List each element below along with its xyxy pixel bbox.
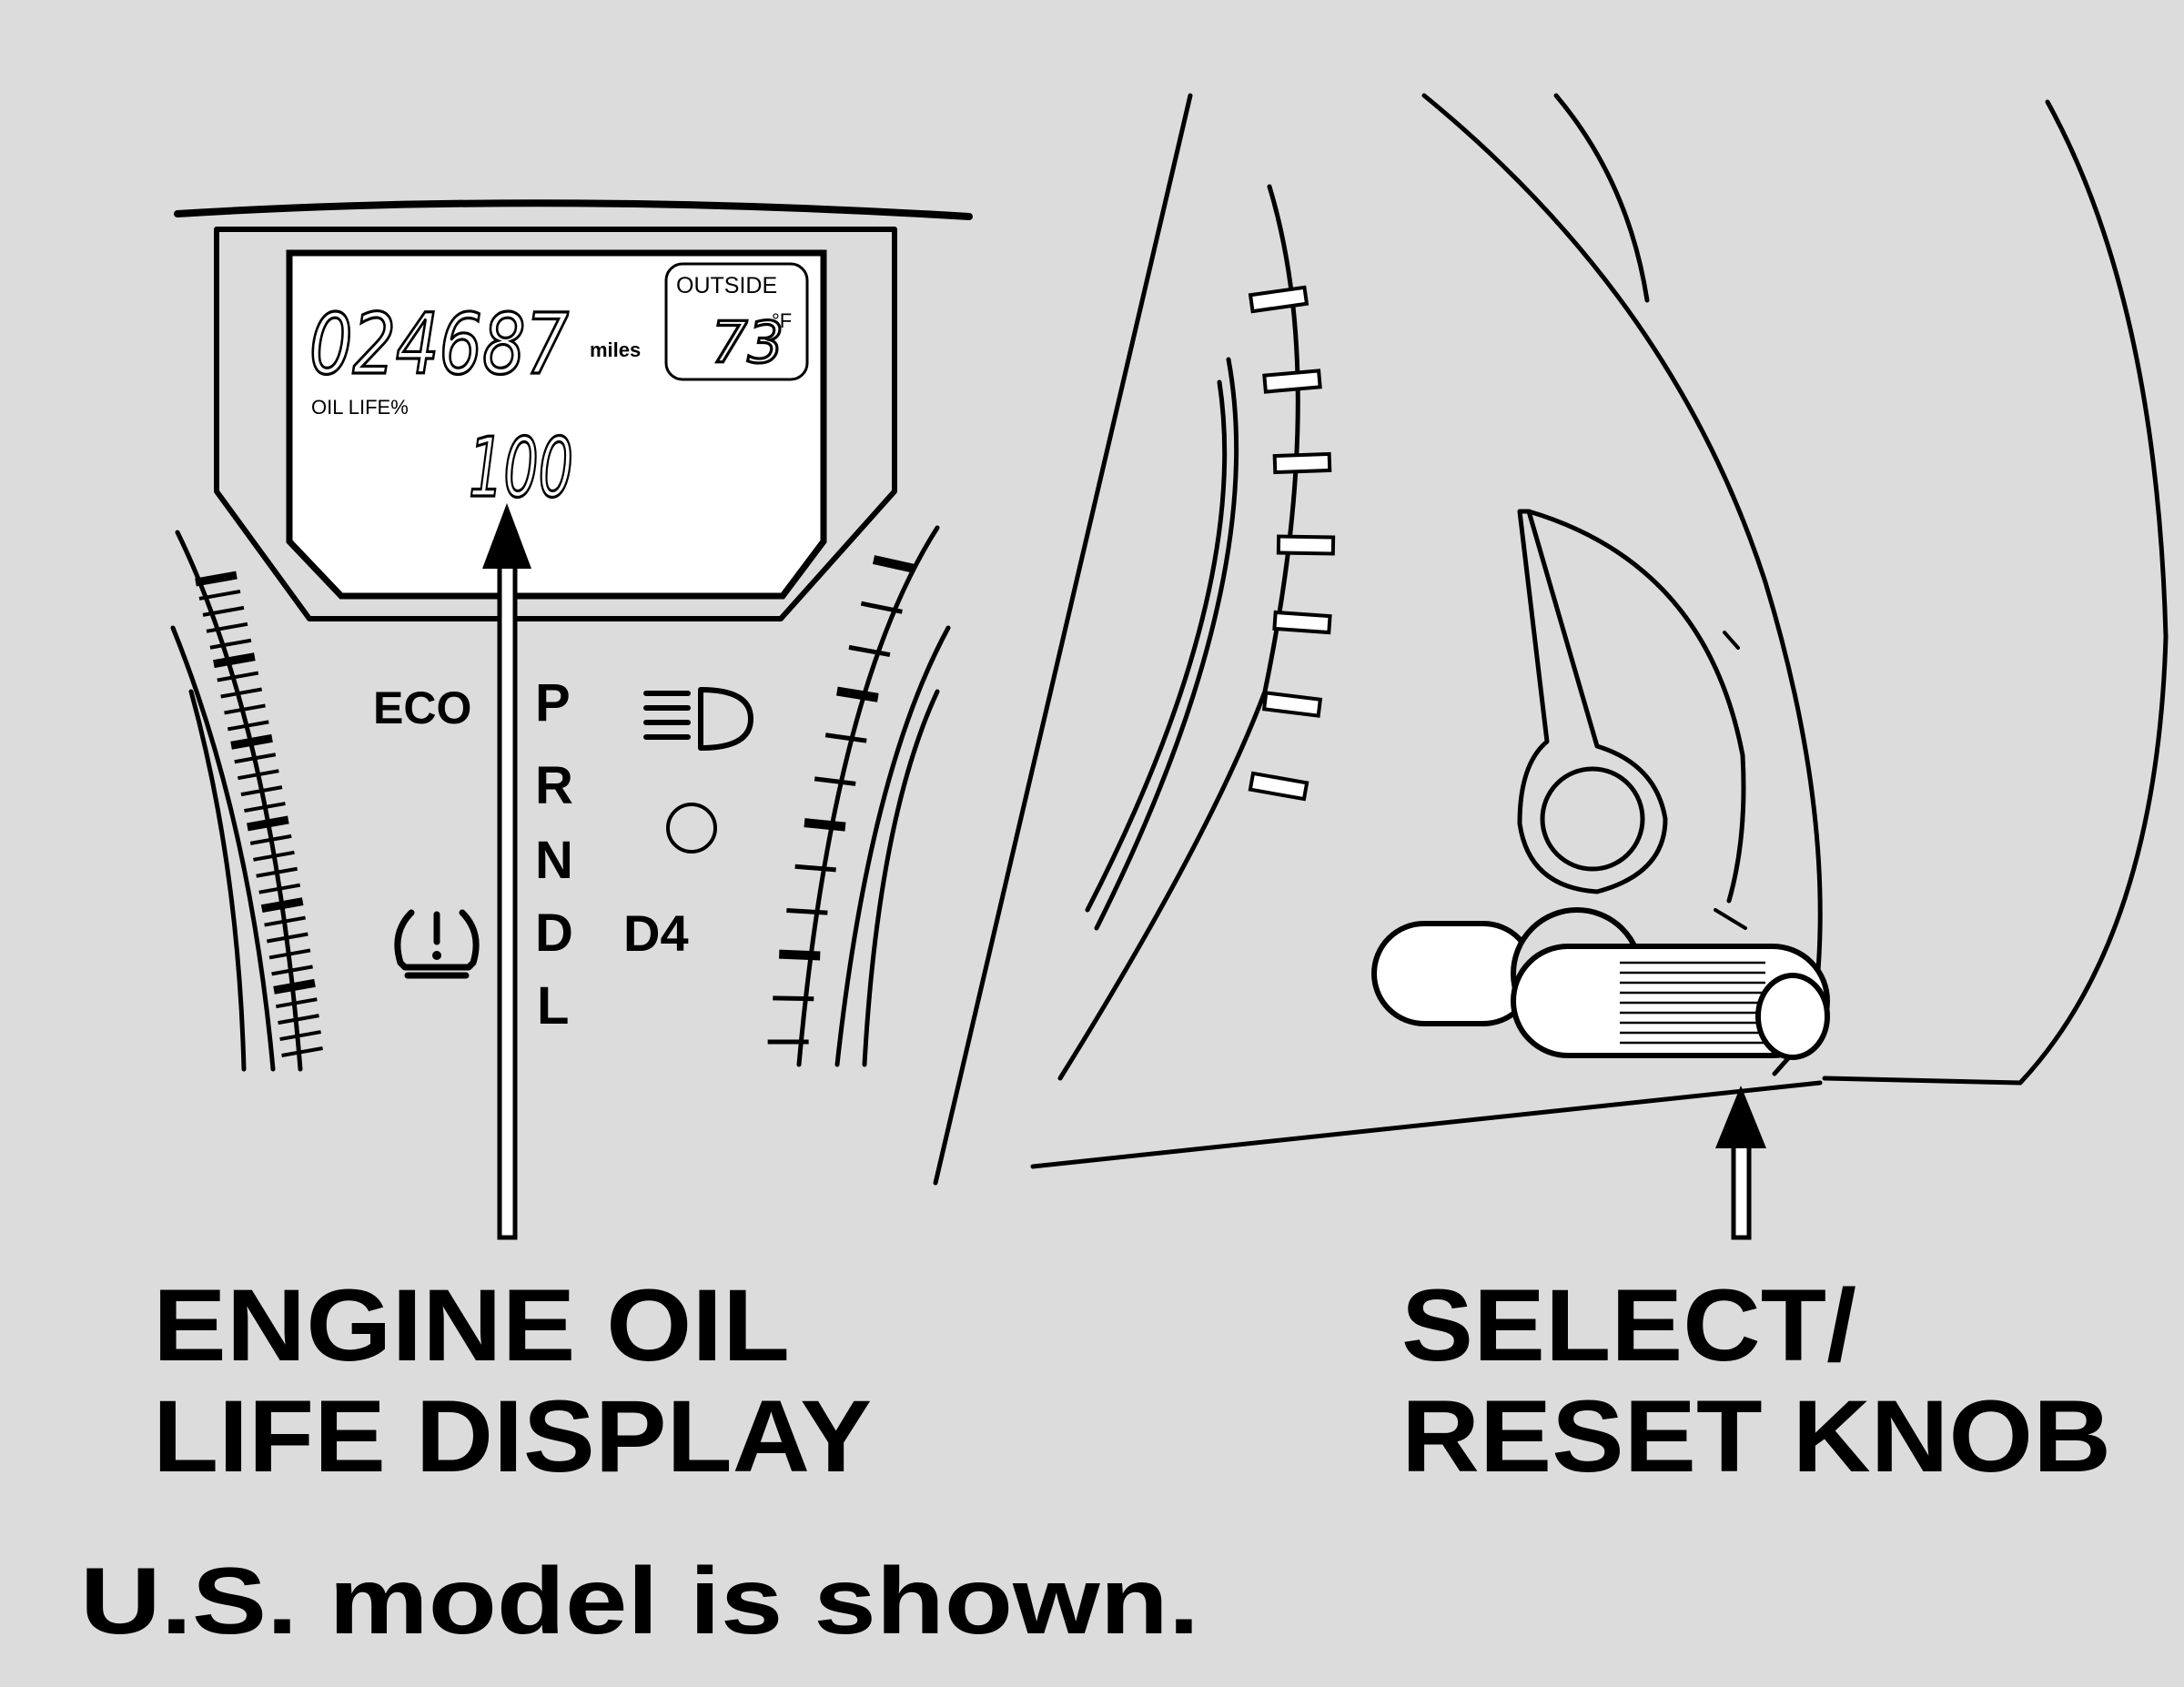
tach-tick: [213, 652, 256, 669]
tach-tick: [275, 997, 318, 1009]
gear-l: L: [537, 976, 569, 1035]
tach-tick: [271, 965, 313, 976]
tachometer-ticks: [195, 571, 323, 1057]
speed-tick: [824, 732, 867, 743]
oil-display-callout-line1: ENGINE OIL: [153, 1268, 790, 1382]
tach-tick: [224, 703, 266, 715]
speed-tick: [814, 776, 856, 786]
select-reset-knob[interactable]: [1371, 907, 1830, 1060]
gear-n: N: [535, 831, 573, 890]
odometer-reading: 024687: [309, 296, 569, 393]
tach-tick: [227, 720, 269, 732]
knob-arrow: [1715, 1086, 1766, 1240]
tach-tick: [198, 589, 241, 601]
speed-tick: [773, 995, 814, 1002]
gauge-tick: [1272, 610, 1332, 635]
gear-p: P: [535, 673, 571, 732]
tach-tick: [279, 1030, 321, 1042]
gauge-tick: [1248, 285, 1309, 314]
gauge-tick: [1248, 771, 1309, 802]
speedometer-ticks: [767, 555, 916, 1045]
tire-pressure-warning-icon: [394, 909, 480, 979]
tach-tick: [238, 769, 279, 781]
gauge-tick: [1261, 691, 1323, 718]
outside-temp-box: [664, 262, 809, 381]
speed-tick: [786, 907, 828, 915]
tach-tick: [206, 621, 248, 633]
knob-grip-lines: [1620, 961, 1765, 1045]
tach-tick: [217, 671, 259, 682]
oil-display-arrow: [482, 503, 531, 1240]
outside-temp-value: 73: [712, 309, 784, 376]
outside-temp-unit: °F: [772, 309, 792, 332]
headlight-icon: [643, 687, 753, 751]
gauge-tick: [1276, 534, 1336, 556]
knob-callout-line1: SELECT/: [1401, 1268, 1856, 1382]
oil-life-label: OIL LIFE%: [311, 396, 409, 419]
tach-tick: [256, 866, 298, 878]
tach-tick: [249, 833, 292, 845]
tach-tick: [268, 948, 311, 960]
tach-tick: [266, 932, 308, 944]
speed-tick: [794, 864, 836, 873]
tach-tick: [220, 687, 263, 699]
tach-tick: [195, 571, 238, 587]
tach-tick: [273, 978, 316, 995]
instrument-cluster: 024687 miles OUTSIDE 73 °F OIL LIFE% 100…: [170, 199, 973, 1240]
tach-tick: [278, 1014, 319, 1025]
eco-indicator: ECO: [373, 682, 471, 733]
tach-tick: [253, 850, 295, 862]
tachometer-arc: [170, 530, 323, 1072]
tach-tick: [230, 733, 273, 750]
speed-tick: [779, 949, 821, 961]
gauge-tick: [1262, 369, 1322, 394]
tach-tick: [240, 785, 283, 797]
speed-tick: [872, 555, 916, 573]
knob-callout-line2: RESET KNOB: [1401, 1379, 2111, 1493]
gear-r: R: [535, 756, 573, 815]
oil-display-callout-line2: LIFE DISPLAY: [153, 1379, 872, 1493]
tach-tick: [260, 897, 304, 914]
tach-tick: [244, 802, 286, 813]
footnote: U.S. model is shown.: [80, 1549, 1199, 1654]
tach-tick: [281, 1046, 323, 1057]
oil-life-value: 100: [469, 420, 573, 516]
d4-indicator: D4: [623, 904, 689, 962]
tach-tick: [234, 753, 277, 764]
speed-tick: [860, 601, 903, 614]
speed-tick: [836, 686, 879, 702]
gear-d: D: [535, 904, 573, 963]
gauge-needle: [1517, 509, 1747, 930]
gauge-ticks: [1248, 285, 1336, 802]
speedometer-arc: [767, 525, 951, 1067]
tach-tick: [209, 638, 252, 650]
outside-label: OUTSIDE: [676, 273, 777, 298]
dashboard-knob-view: [933, 93, 2169, 1240]
tach-tick: [264, 915, 306, 927]
odometer-unit: miles: [590, 338, 641, 361]
tach-tick: [202, 605, 245, 617]
gauge-tick: [1272, 451, 1332, 475]
tach-tick: [247, 815, 289, 832]
speed-tick: [848, 644, 891, 658]
speed-tick: [804, 818, 846, 832]
indicator-lamp-icon: [666, 803, 717, 854]
tach-tick: [258, 883, 301, 894]
